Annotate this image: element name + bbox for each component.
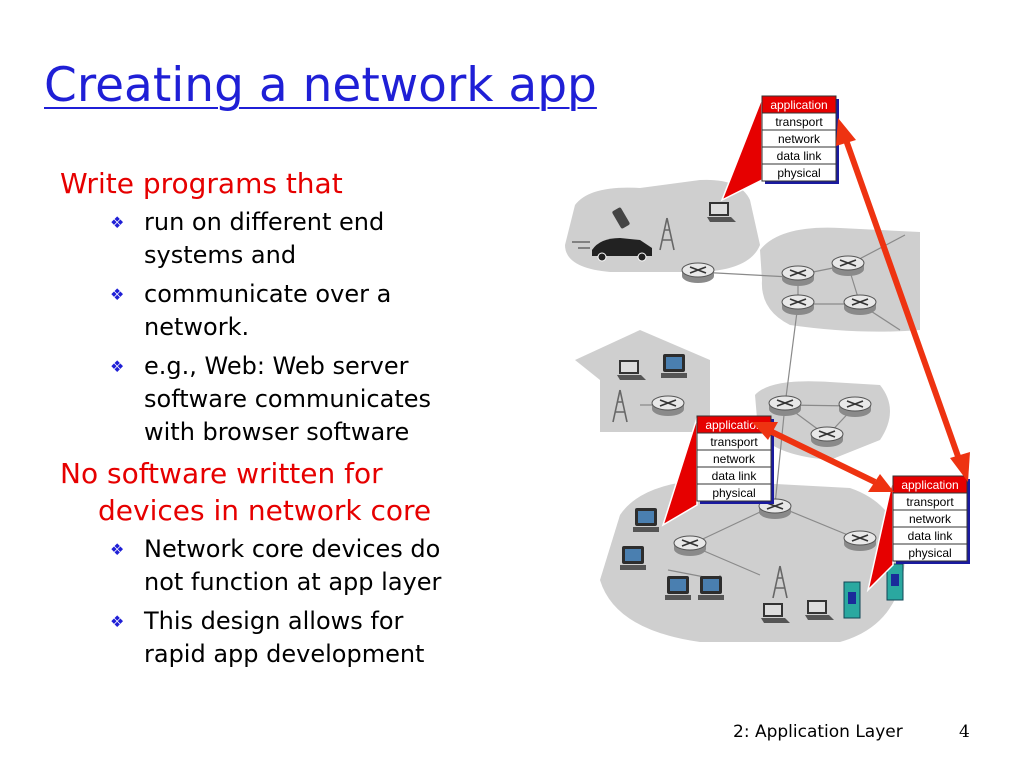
stack-layer-label: application xyxy=(901,478,958,492)
stack-layer-label: application xyxy=(770,98,827,112)
network-links xyxy=(640,234,906,581)
server-icon xyxy=(843,581,861,619)
stack-layer-box xyxy=(892,543,968,562)
router-icon xyxy=(838,396,872,418)
pc-icon xyxy=(698,576,724,600)
router-icon xyxy=(810,426,844,448)
stack-layer-label: data link xyxy=(908,529,954,543)
communication-arrow xyxy=(752,118,970,492)
footer-chapter: 2: Application Layer xyxy=(733,722,903,742)
pc-icon xyxy=(633,508,659,532)
stack-layer-label: network xyxy=(713,452,756,466)
diamond-bullet-icon: ❖ xyxy=(110,357,125,376)
stack-layer-label: application xyxy=(705,418,762,432)
regional-network-cloud xyxy=(755,381,890,460)
pc-icon xyxy=(620,546,646,570)
bullet-write-programs: Write programs that xyxy=(60,165,480,202)
stack-layer-label: transport xyxy=(710,435,758,449)
stack-layer-label: transport xyxy=(775,115,823,129)
stack-layer-label: physical xyxy=(777,166,820,180)
router-icon xyxy=(651,395,685,417)
stack-layer-label: data link xyxy=(712,469,758,483)
diamond-bullet-icon: ❖ xyxy=(110,540,125,559)
bullet-no-software: No software written for devices in netwo… xyxy=(60,455,480,529)
stack-layer-box xyxy=(761,163,837,182)
car-icon xyxy=(572,238,652,262)
router-icon xyxy=(681,262,715,284)
bullet-text: No software written for xyxy=(60,457,383,490)
router-icon xyxy=(781,265,815,287)
router-icon xyxy=(843,530,877,552)
router-icon xyxy=(781,294,815,316)
protocol-stack: application transport network data link phys… xyxy=(761,95,839,184)
stack-layer-label: network xyxy=(909,512,952,526)
router-icon xyxy=(768,395,802,417)
bullet-text-continued: devices in network core xyxy=(98,494,432,527)
diamond-bullet-icon: ❖ xyxy=(110,213,125,232)
pc-icon xyxy=(665,576,691,600)
bullet-text: Write programs that xyxy=(60,167,343,200)
diamond-bullet-icon: ❖ xyxy=(110,285,125,304)
stack-layer-box xyxy=(696,483,772,502)
home-network xyxy=(575,330,710,432)
stack-layer-label: transport xyxy=(906,495,954,509)
router-icon xyxy=(843,294,877,316)
institutional-network-cloud xyxy=(600,480,905,642)
pc-icon xyxy=(661,354,687,378)
protocol-stack: application transport network data link phys… xyxy=(696,415,774,504)
stack-layer-label: physical xyxy=(908,546,951,560)
slide-body: Write programs that ❖run on different en… xyxy=(60,165,480,677)
stack-callout xyxy=(720,97,763,202)
stack-layer-label: data link xyxy=(777,149,823,163)
diamond-bullet-icon: ❖ xyxy=(110,612,125,631)
router-icon xyxy=(831,255,865,277)
protocol-stack: application transport network data link phys… xyxy=(892,475,970,564)
slide-title: Creating a network app xyxy=(44,58,597,113)
router-icon xyxy=(673,535,707,557)
cellphone-icon xyxy=(612,207,630,229)
page-number: 4 xyxy=(959,722,970,742)
stack-layer-label: physical xyxy=(712,486,755,500)
stack-layer-label: network xyxy=(778,132,821,146)
